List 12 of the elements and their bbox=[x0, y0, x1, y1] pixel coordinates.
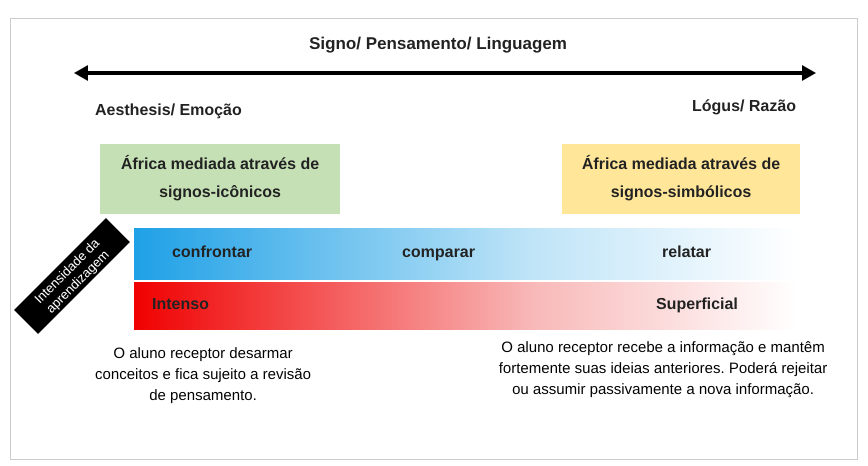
description-text: O aluno receptor desarmar conceitos e fica sujeito a revisão de pensamento. bbox=[94, 344, 312, 406]
axis-end-label: Lógus/ Razão bbox=[692, 98, 796, 116]
axis-end-label: Aesthesis/ Emoção bbox=[95, 102, 242, 120]
description-text: O aluno receptor recebe a informação e mantêm fortemente suas ideias anteriores. Poderá rejeitar ou assumir passivamente a nova informação. bbox=[498, 338, 828, 400]
scale-label: confrontar bbox=[172, 244, 252, 262]
scale-label: relatar bbox=[662, 244, 711, 262]
category-box: África mediada através de signos-icônicos bbox=[100, 144, 340, 214]
scale-label: comparar bbox=[402, 244, 475, 262]
diagram-title: Signo/ Pensamento/ Linguagem bbox=[308, 34, 568, 54]
category-box: África mediada através de signos-simbólicos bbox=[562, 144, 800, 214]
scale-label: Intenso bbox=[152, 296, 209, 314]
scale-label: Superficial bbox=[656, 296, 738, 314]
